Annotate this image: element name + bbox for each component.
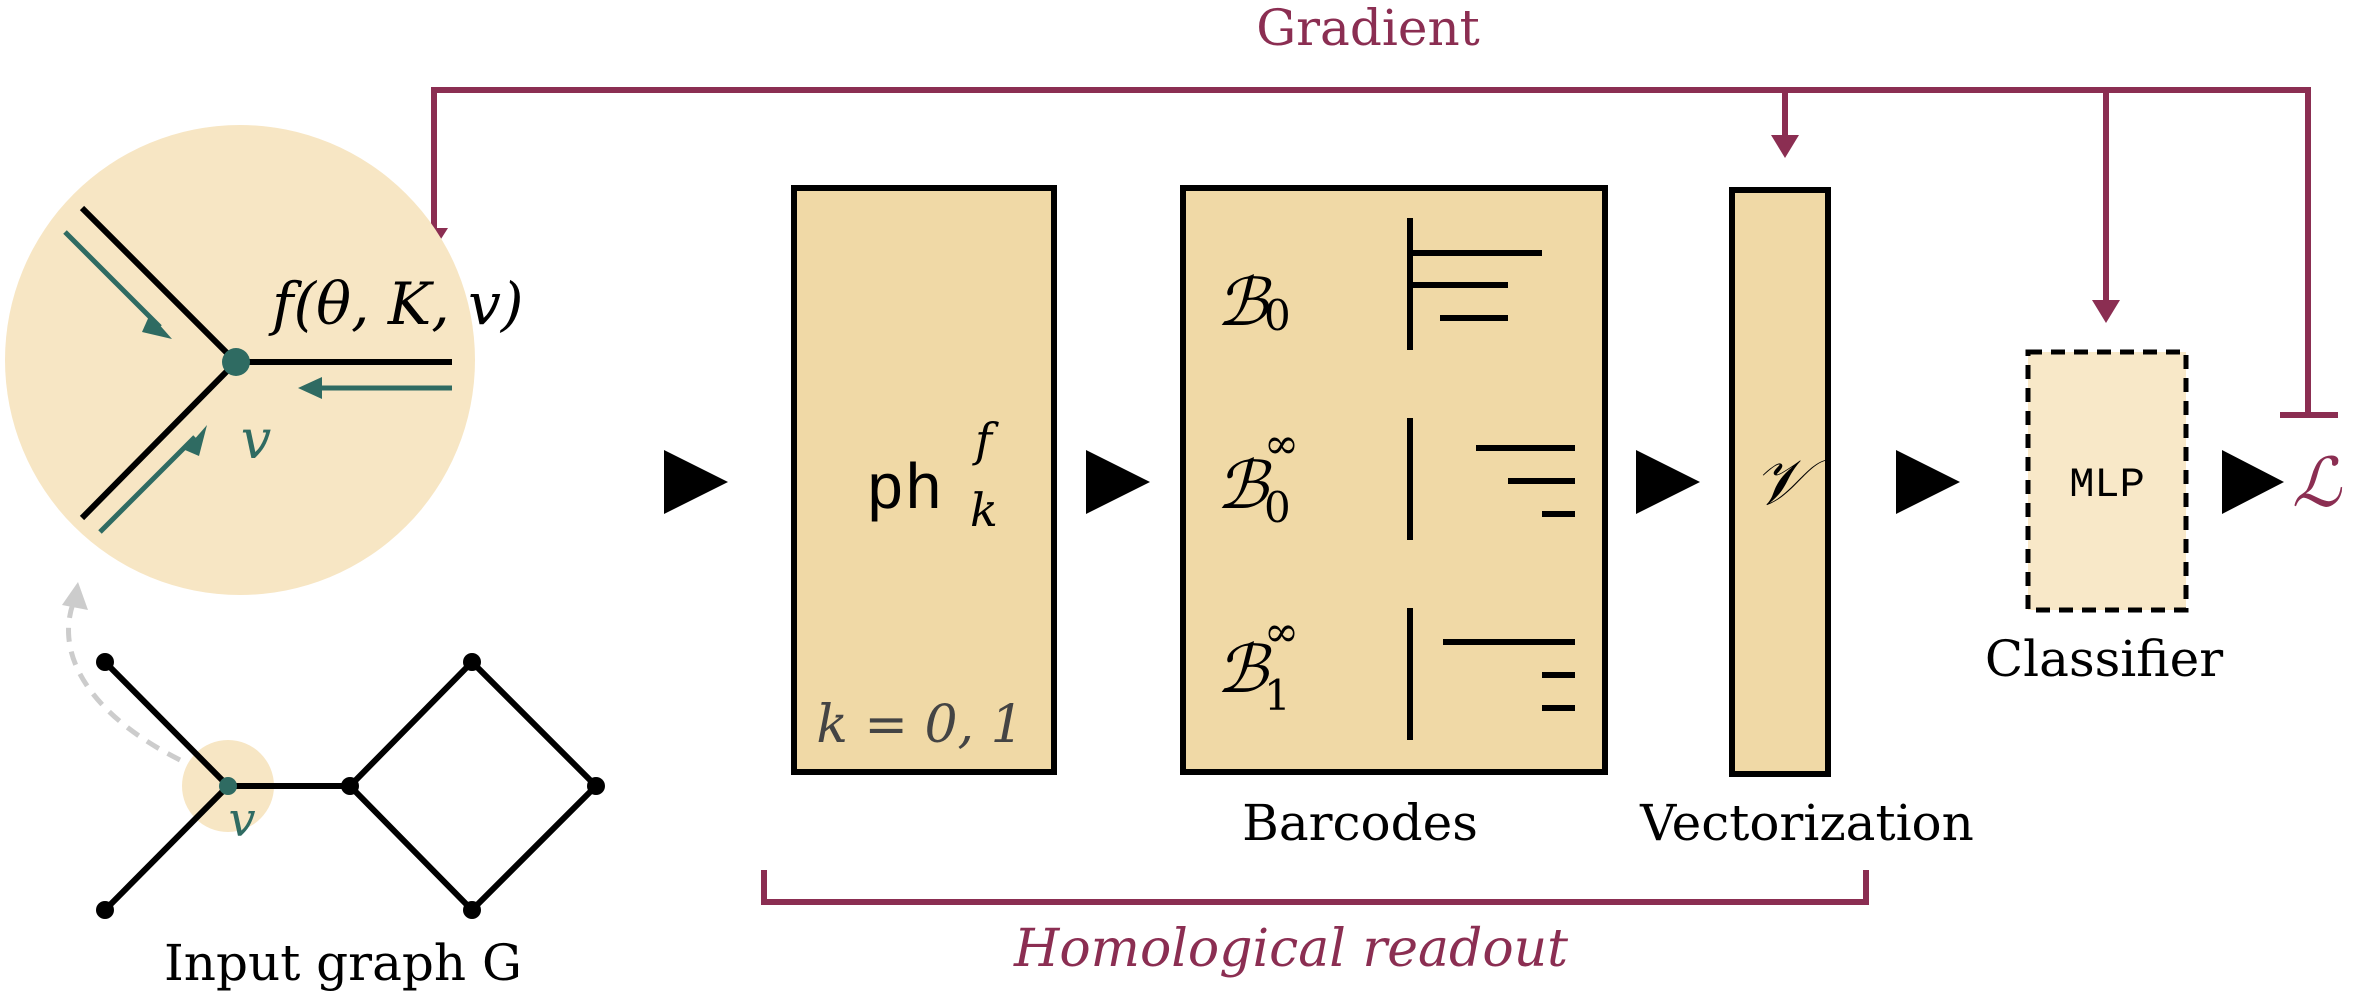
gradient-arrow-classifier (2092, 300, 2120, 323)
barcode-subscript: 1 (1264, 671, 1291, 720)
gradient-arrow-vectorization (1771, 135, 1799, 158)
mlp-label: MLP (2069, 461, 2145, 509)
vectorization-box: 𝒱 Vectorization (1639, 187, 1974, 852)
graph-vertex-label: v (228, 792, 255, 848)
zoom-link-arrowhead (62, 582, 88, 610)
barcode-superscript: ∞ (1264, 419, 1299, 468)
barcode-row-b1-inf: ℬ ∞ 1 (1216, 607, 1575, 740)
flow-arrow-icon (2222, 450, 2284, 514)
loss-symbol: ℒ (2292, 444, 2343, 523)
barcodes-caption: Barcodes (1242, 794, 1478, 852)
readout-bracket: Homological readout (761, 870, 1869, 979)
classifier: MLP Classifier (1985, 349, 2223, 688)
input-graph-caption: Input graph G (164, 934, 522, 992)
barcode-subscript: 0 (1264, 483, 1291, 532)
zoom-vertex-label: v (241, 408, 272, 471)
function-label: f(θ, K, v) (268, 270, 523, 338)
classifier-caption: Classifier (1985, 630, 2223, 688)
ph-symbol: ph (866, 456, 943, 528)
barcode-symbol: ℬ (1216, 264, 1272, 341)
gradient-label: Gradient (1256, 0, 1480, 57)
input-graph: v Input graph G (96, 653, 605, 992)
ph-index-label: k = 0, 1 (816, 695, 1023, 755)
vectorization-caption: Vectorization (1639, 794, 1974, 852)
barcode-superscript: ∞ (1264, 607, 1299, 656)
barcode-row-b0-inf: ℬ ∞ 0 (1216, 418, 1575, 540)
barcode-row-b0: ℬ 0 (1216, 218, 1542, 350)
flow-arrow-icon (664, 450, 728, 514)
graph-vertex-v (219, 777, 237, 795)
ph-subscript: k (970, 483, 998, 537)
message-arrow-icon (298, 377, 322, 399)
flow-arrow-icon (1086, 450, 1150, 514)
zoom-circle: f(θ, K, v) v (5, 125, 523, 595)
message-arrow-icon (185, 425, 207, 456)
barcodes-box: ℬ 0 ℬ ∞ 0 ℬ ∞ 1 Barcodes (1180, 185, 1608, 852)
vertex-node (222, 348, 250, 376)
readout-label: Homological readout (1013, 919, 1568, 979)
flow-arrow-icon (1636, 450, 1700, 514)
ph-box: ph f k k = 0, 1 (791, 185, 1057, 775)
message-arrow-icon (142, 314, 172, 339)
flow-arrow-icon (1896, 450, 1960, 514)
barcode-symbol: ℬ (1216, 631, 1272, 708)
zoom-link-arrow (66, 597, 182, 763)
barcode-symbol: ℬ (1216, 447, 1272, 524)
barcode-subscript: 0 (1264, 291, 1291, 340)
